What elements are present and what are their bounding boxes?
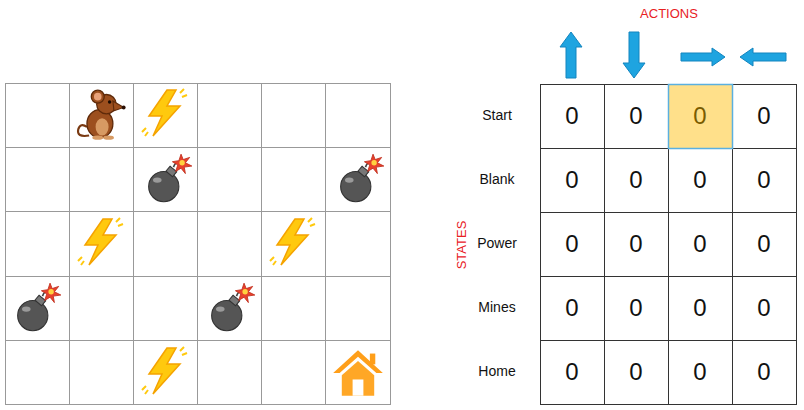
mine-icon: [212, 283, 255, 331]
home-icon: [333, 350, 383, 395]
table-cell: 0: [629, 103, 642, 129]
table-cell: 0: [629, 359, 642, 385]
table-cell: 0: [565, 103, 578, 129]
state-label: Power: [477, 236, 517, 251]
table-cell: 0: [757, 167, 770, 193]
table-cell: 0: [565, 231, 578, 257]
table-cell: 0: [693, 295, 706, 321]
action-arrows: [560, 32, 786, 78]
table-cell: 0: [757, 103, 770, 129]
mine-icon: [18, 283, 61, 331]
highlight-border: [669, 85, 733, 149]
table-cell: 0: [757, 359, 770, 385]
up-arrow: [560, 32, 582, 78]
axis-title: STATES: [455, 221, 469, 270]
table-cell: 0: [629, 295, 642, 321]
down-arrow: [623, 32, 645, 78]
table-cell: 0: [693, 231, 706, 257]
mine-icon: [341, 154, 384, 202]
state-label: Mines: [478, 300, 515, 315]
left-arrow: [740, 48, 786, 66]
mouse-icon: [78, 90, 126, 140]
table-cell: 0: [565, 167, 578, 193]
axis-title: ACTIONS: [640, 7, 698, 21]
power-icon: [142, 347, 187, 394]
table-cell: 0: [757, 295, 770, 321]
state-label: Home: [478, 364, 515, 379]
state-label: Start: [482, 108, 512, 123]
highlighted-cell: [668, 84, 732, 148]
mine-icon: [149, 154, 192, 202]
table-cell: 0: [565, 295, 578, 321]
table-cell: 0: [629, 167, 642, 193]
table-cell: 0: [693, 103, 706, 129]
state-label: Blank: [479, 172, 514, 187]
power-icon: [78, 218, 123, 265]
table-cell: 0: [565, 359, 578, 385]
right-arrow: [681, 48, 725, 66]
grid-world: [5, 83, 391, 405]
table-cell: 0: [693, 167, 706, 193]
table-cell: 0: [693, 359, 706, 385]
table-cell: 0: [629, 231, 642, 257]
q-table: [540, 84, 797, 405]
table-cell: 0: [757, 231, 770, 257]
power-icon: [270, 218, 315, 265]
power-icon: [142, 89, 187, 136]
